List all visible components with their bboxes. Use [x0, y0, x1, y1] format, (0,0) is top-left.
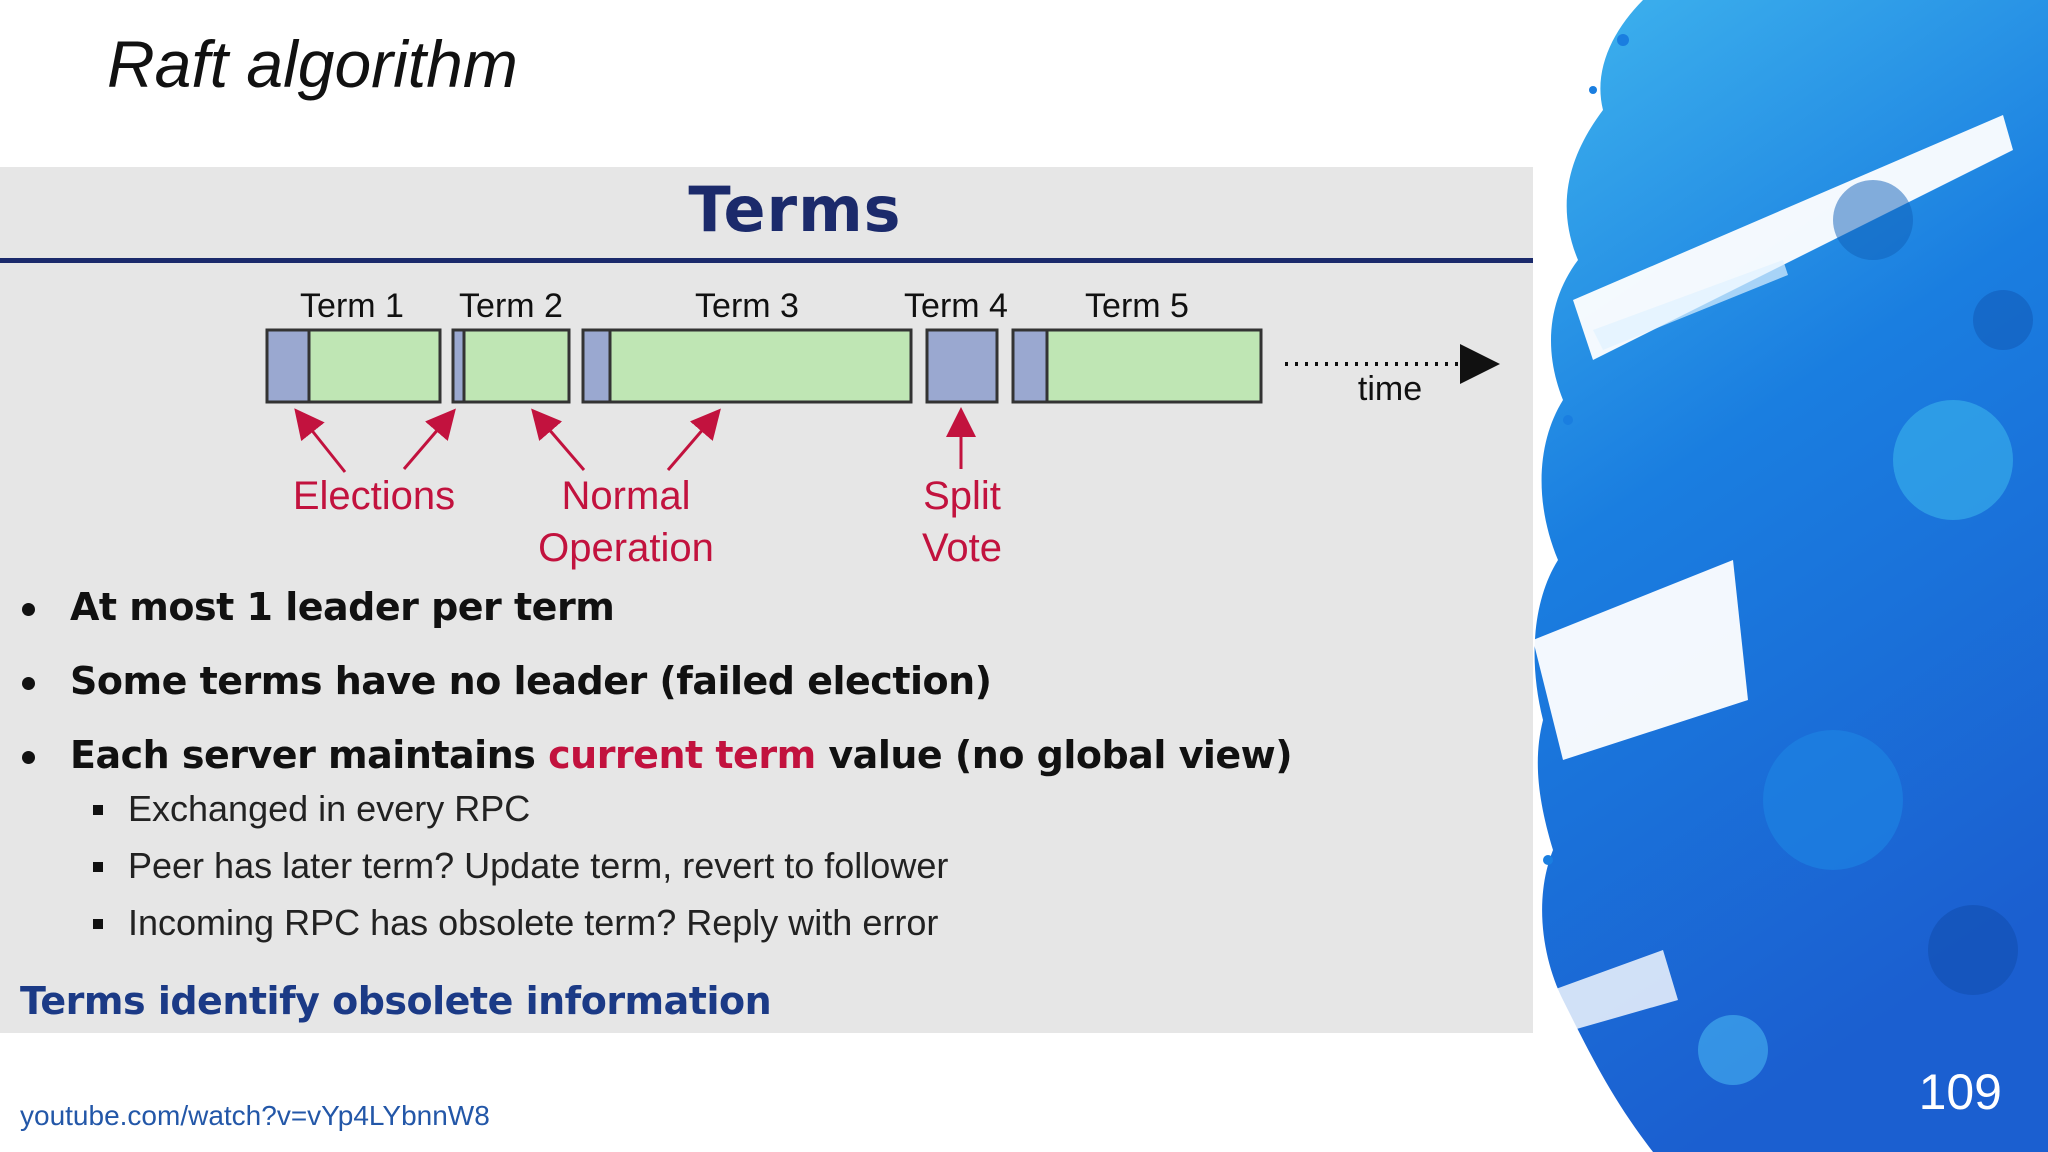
- bullet-text-pre: Each server maintains: [70, 733, 549, 777]
- elections-arrow-2: [402, 408, 456, 470]
- sub-bullet-item: Incoming RPC has obsolete term? Reply wi…: [20, 900, 1520, 957]
- time-label: time: [1358, 370, 1422, 408]
- split-vote-label-line2: Vote: [922, 526, 1002, 570]
- highlight-current-term: current term: [548, 733, 816, 777]
- bullet-item: At most 1 leader per term: [20, 582, 1520, 656]
- term-3-label: Term 3: [695, 287, 799, 325]
- term-4-block: [925, 328, 999, 404]
- source-link[interactable]: youtube.com/watch?v=vYp4LYbnnW8: [20, 1100, 490, 1131]
- term-1-block: [265, 328, 442, 404]
- watercolor-splash-decoration: [1533, 0, 2048, 1152]
- sub-bullet-item: Peer has later term? Update term, revert…: [20, 843, 1520, 900]
- sub-bullet-item: Exchanged in every RPC: [20, 786, 1520, 843]
- normal-operation-label-line1: Normal: [562, 474, 691, 518]
- bullet-item: Some terms have no leader (failed electi…: [20, 656, 1520, 730]
- term-1-label: Term 1: [300, 287, 404, 325]
- title-rule: [0, 258, 1533, 263]
- term-4-label: Term 4: [904, 287, 1008, 325]
- page-number: 109: [1918, 1064, 2002, 1120]
- term-2-label: Term 2: [459, 287, 563, 325]
- slide-title: Raft algorithm: [107, 27, 518, 101]
- terms-timeline-diagram: Term 1 Term 2 Term 3 Term 4 Term 5: [265, 287, 1500, 570]
- bullet-item: Each server maintains current term value…: [20, 730, 1520, 804]
- normal-arrow-2: [666, 408, 721, 471]
- term-2-block: [451, 328, 571, 404]
- elections-label: Elections: [293, 474, 455, 518]
- term-3-block: [581, 328, 913, 404]
- conclusion-text: Terms identify obsolete information: [20, 979, 772, 1023]
- sub-bullet-list: Exchanged in every RPC Peer has later te…: [20, 786, 1520, 957]
- normal-operation-label-line2: Operation: [538, 526, 714, 570]
- split-vote-label-line1: Split: [923, 474, 1001, 518]
- embedded-slide-title: Terms: [688, 173, 902, 246]
- bullet-text-post: value (no global view): [815, 733, 1293, 777]
- term-5-label: Term 5: [1085, 287, 1189, 325]
- bullet-list: At most 1 leader per term Some terms hav…: [20, 582, 1520, 804]
- normal-arrow-1: [531, 408, 586, 471]
- term-5-block: [1011, 328, 1263, 404]
- elections-arrow-1: [294, 408, 347, 473]
- embedded-slide-image: Terms Term 1 Term 2 Term 3 Term 4 Term 5: [0, 167, 1533, 1033]
